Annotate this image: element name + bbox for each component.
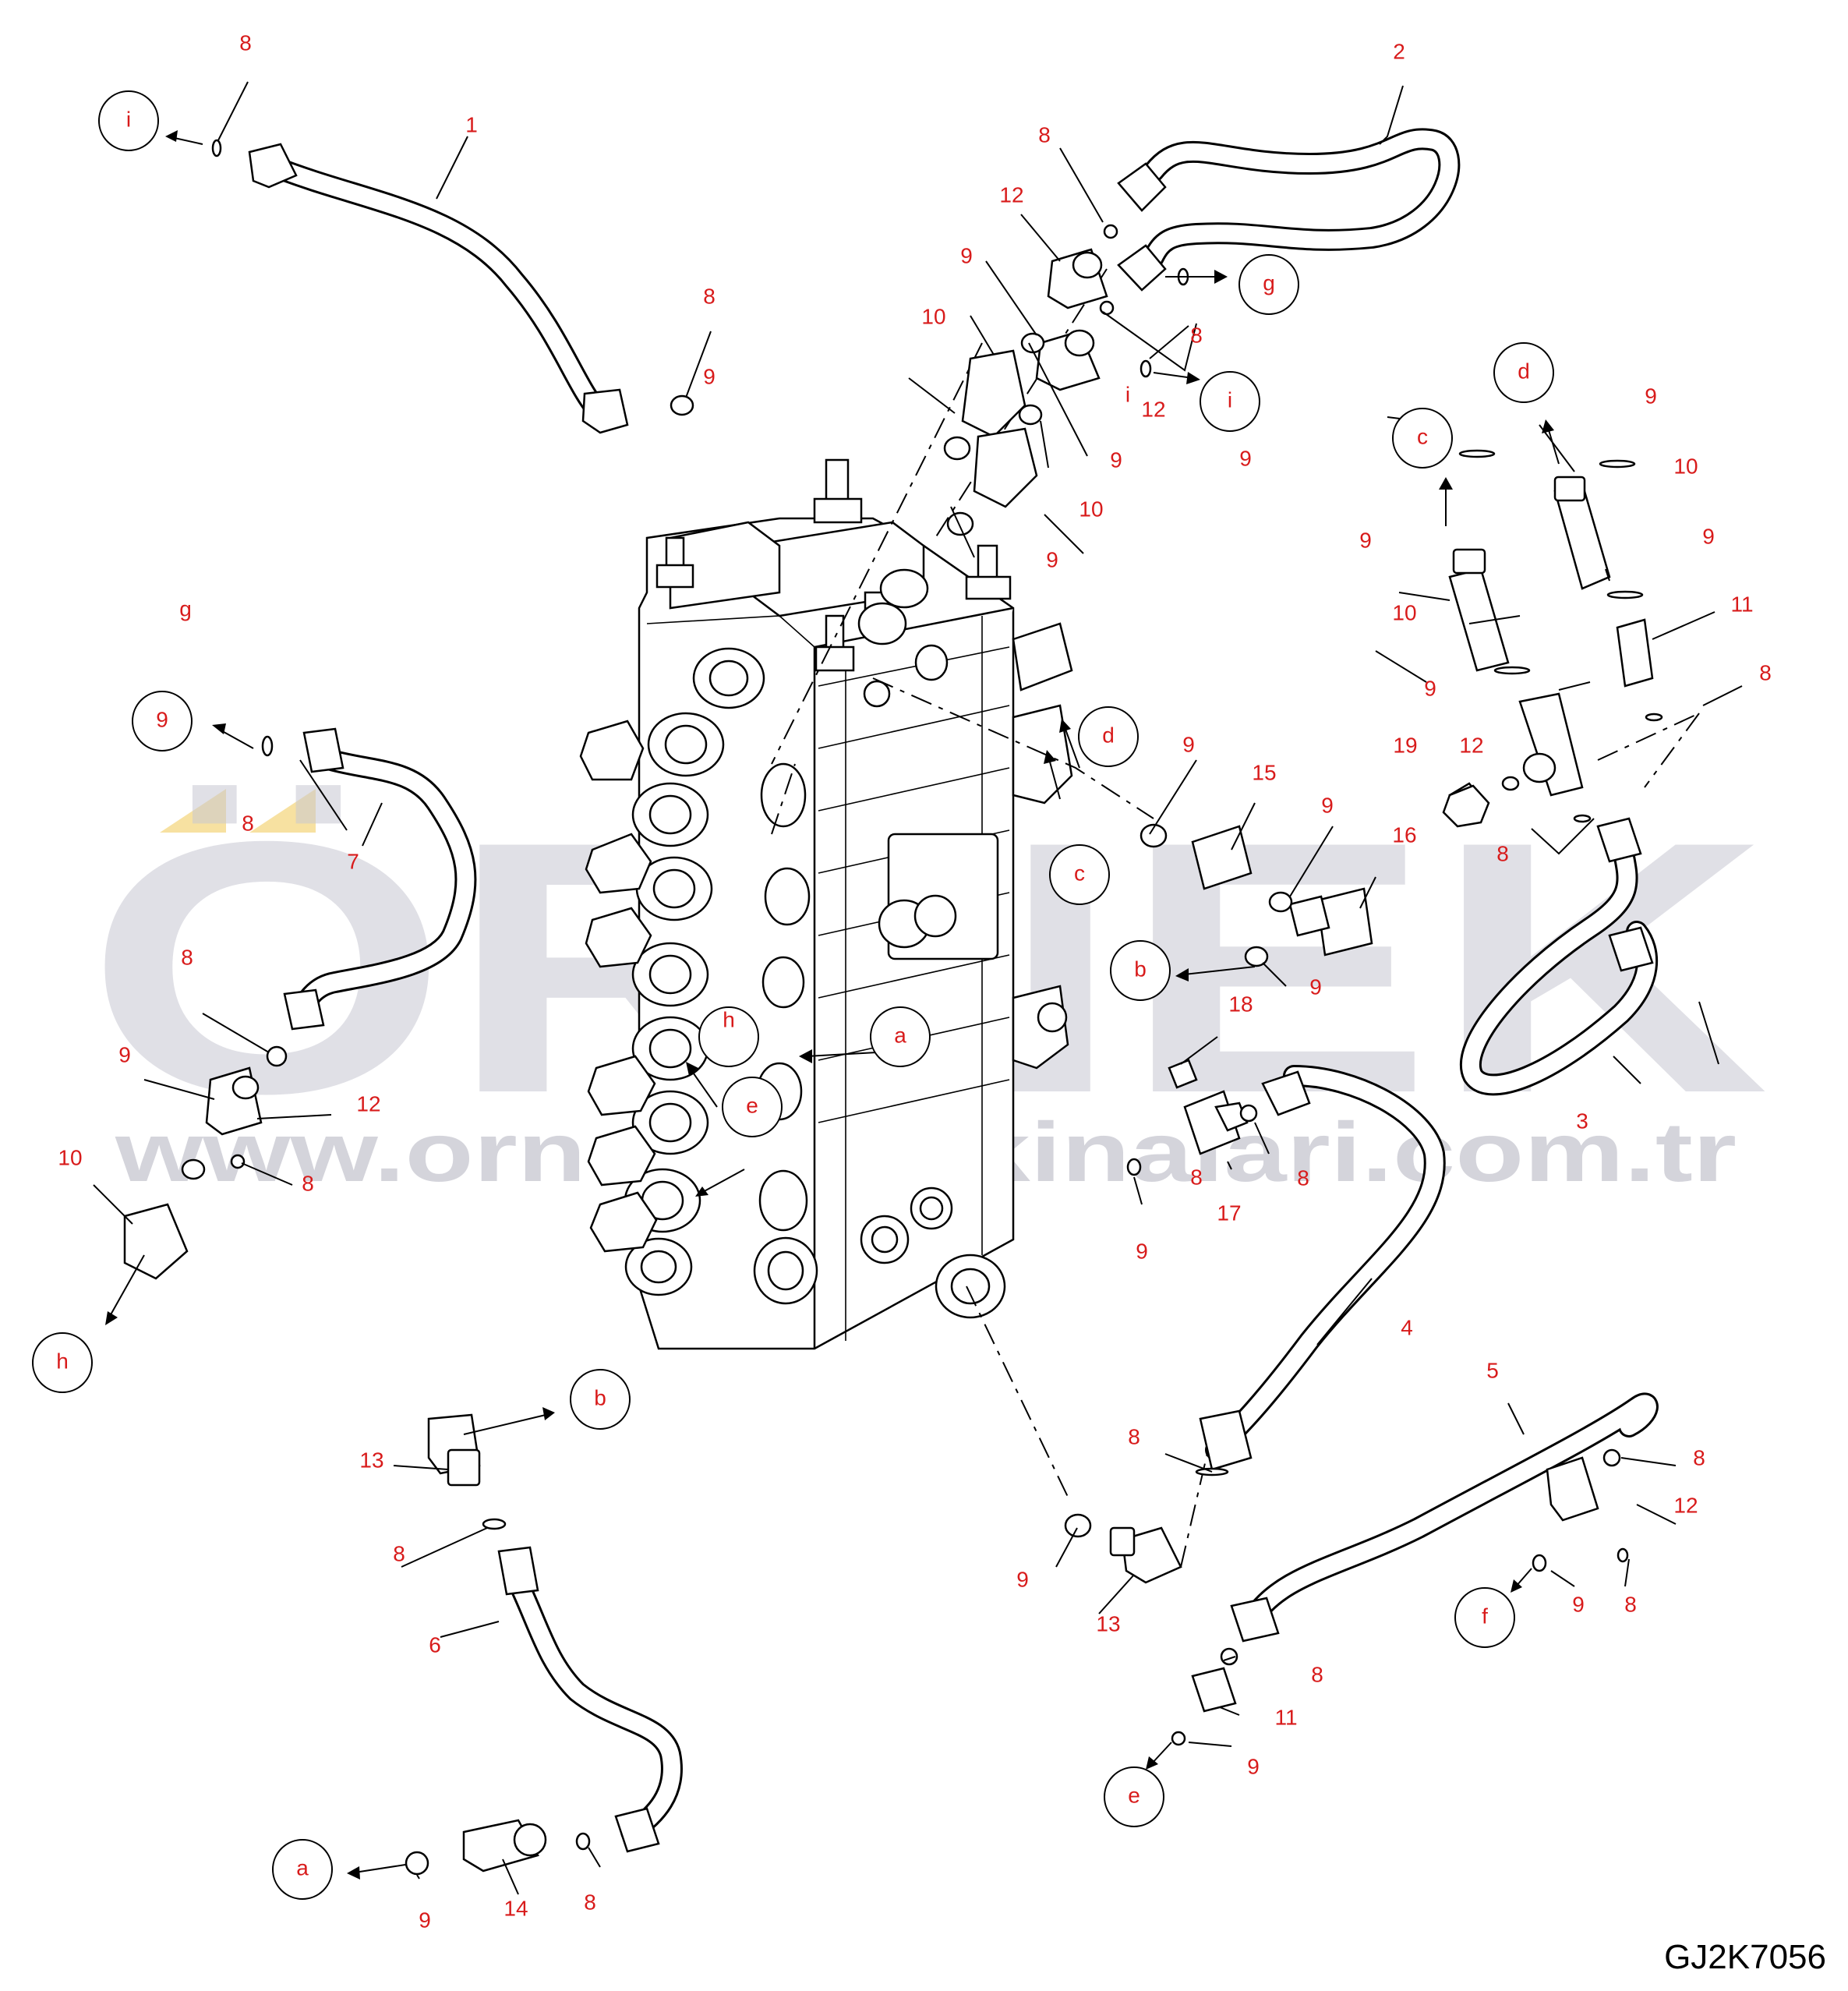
callout-8: 8 (1128, 1424, 1140, 1448)
callout-2: 2 (1393, 39, 1405, 63)
callout-18: 18 (1228, 992, 1253, 1016)
callout-8: 8 (393, 1541, 405, 1565)
callout-7: 7 (347, 849, 359, 873)
callout-9: 9 (1359, 528, 1372, 552)
callout-9: 9 (1321, 793, 1334, 817)
callout-9: 9 (419, 1908, 431, 1932)
callout-12: 12 (356, 1091, 380, 1116)
callout-8: 8 (1311, 1662, 1323, 1686)
callout-10: 10 (1392, 600, 1416, 624)
callout-i-small: i (1125, 382, 1130, 406)
ref-b-1: b (1134, 957, 1147, 981)
callout-8: 8 (1693, 1445, 1705, 1469)
drawing-code: GJ2K7056 (1664, 1938, 1826, 1976)
callout-9: 9 (1424, 676, 1436, 700)
callout-13: 13 (359, 1448, 383, 1472)
reference-circles: i i g 9 h h a a b b c c d d e e f (32, 90, 1554, 1900)
callout-3: 3 (1576, 1109, 1588, 1133)
ref-g: g (1263, 271, 1275, 295)
callout-1: 1 (465, 112, 478, 136)
callout-8: 8 (1297, 1165, 1309, 1190)
callout-12: 12 (1673, 1493, 1698, 1517)
ref-c-1: c (1074, 861, 1085, 885)
callout-8: 8 (1038, 122, 1051, 147)
ref-e-2: e (1128, 1783, 1140, 1807)
callout-9: 9 (118, 1042, 131, 1066)
callout-5: 5 (1486, 1358, 1499, 1382)
callout-9: 9 (1046, 547, 1058, 571)
callout-12: 12 (999, 182, 1023, 207)
ref-e-1: e (746, 1093, 758, 1117)
control-valve-block (579, 458, 1073, 1350)
leader-lines (93, 81, 1743, 1895)
callout-17: 17 (1217, 1201, 1241, 1225)
callout-9: 9 (1572, 1592, 1585, 1616)
callout-15: 15 (1252, 760, 1276, 784)
callout-4: 4 (1401, 1315, 1413, 1339)
ref-a-2: a (296, 1855, 309, 1880)
callout-9: 9 (1309, 974, 1322, 999)
ref-f: f (1482, 1604, 1488, 1628)
callout-16: 16 (1392, 822, 1416, 847)
callout-8: 8 (1759, 660, 1772, 684)
ref-i-1: i (126, 107, 131, 131)
ref-d-1: d (1102, 723, 1115, 747)
callout-9: 9 (1182, 732, 1195, 756)
flow-arrows (105, 130, 1560, 1880)
callout-9: 9 (1136, 1239, 1148, 1263)
callout-10: 10 (1079, 497, 1103, 521)
ref-b-2: b (594, 1385, 606, 1409)
callout-9: 9 (1110, 447, 1122, 472)
callout-9: 9 (1702, 524, 1715, 548)
callout-8: 8 (1624, 1592, 1637, 1616)
watermark-accent-right (249, 789, 316, 833)
ref-9: 9 (156, 707, 168, 731)
connection-lines (771, 268, 1700, 1568)
callout-8: 8 (584, 1890, 596, 1914)
callout-19: 19 (1393, 733, 1417, 757)
callout-9: 9 (1016, 1567, 1029, 1591)
callout-14: 14 (504, 1896, 528, 1920)
ref-c-2: c (1417, 424, 1428, 448)
callout-9: 9 (960, 243, 973, 267)
ref-h-1: h (723, 1007, 735, 1031)
ref-d-2: d (1518, 359, 1530, 383)
callout-10: 10 (921, 304, 945, 328)
callout-12: 12 (1459, 733, 1483, 757)
callout-8: 8 (242, 811, 254, 835)
stray-label-g: g (179, 596, 192, 621)
callout-9: 9 (1247, 1754, 1260, 1778)
callout-10: 10 (58, 1145, 82, 1169)
callout-9: 9 (703, 364, 716, 388)
callout-8: 8 (703, 284, 716, 308)
callout-11: 11 (1274, 1705, 1297, 1729)
callout-13: 13 (1096, 1611, 1120, 1636)
callout-8: 8 (302, 1171, 314, 1195)
part-callouts: 1 2 3 4 5 6 7 8 8 8 8 8 8 8 8 8 8 8 8 8 … (58, 30, 1771, 1932)
callout-11: 11 (1730, 592, 1753, 616)
hoses (266, 128, 1659, 1843)
callout-8: 8 (239, 30, 252, 55)
watermark-accent-left (160, 789, 226, 833)
callout-6: 6 (429, 1632, 441, 1657)
ref-i-2: i (1228, 387, 1232, 412)
ref-a-1: a (894, 1023, 906, 1047)
seals (181, 139, 1663, 1876)
callout-8: 8 (1190, 323, 1203, 347)
fittings (123, 143, 1654, 1873)
callout-9: 9 (1645, 384, 1657, 408)
callout-8: 8 (1190, 1165, 1203, 1189)
spool-caps (579, 647, 818, 1305)
callout-8: 8 (1496, 841, 1509, 865)
callout-12: 12 (1141, 397, 1165, 421)
ref-h-2: h (56, 1349, 69, 1373)
callout-8: 8 (181, 945, 193, 969)
callout-10: 10 (1673, 454, 1698, 478)
callout-9: 9 (1239, 446, 1252, 470)
